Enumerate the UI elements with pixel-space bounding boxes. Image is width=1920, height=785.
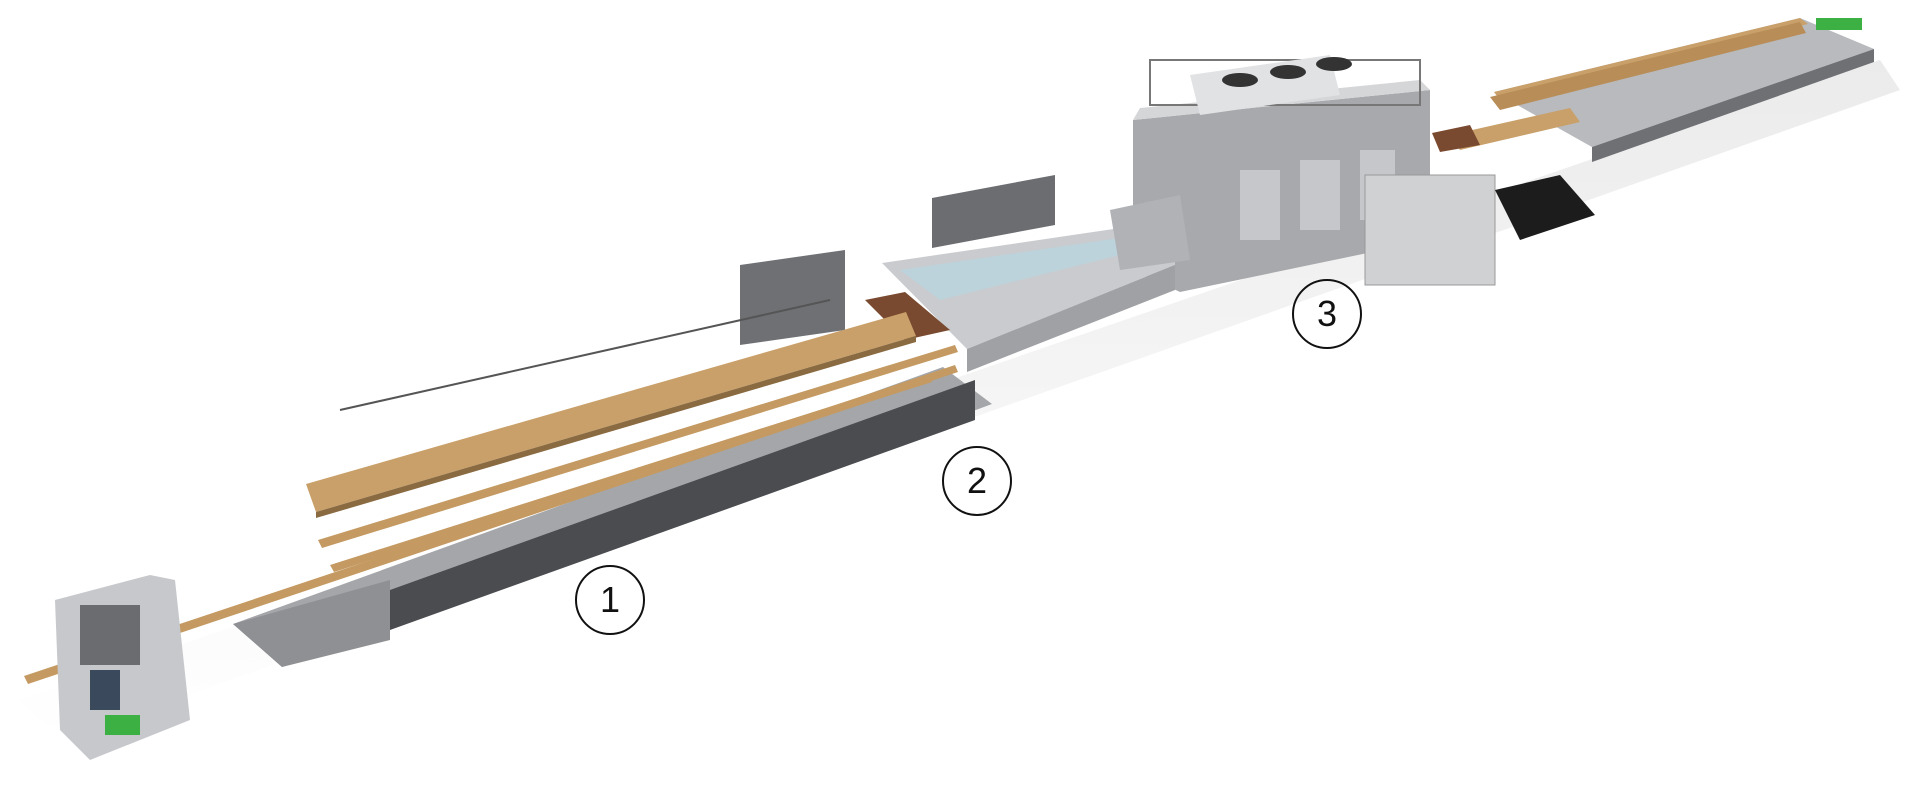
callout-2: 2 xyxy=(942,446,1012,516)
callout-1: 1 xyxy=(575,565,645,635)
callout-3-label: 3 xyxy=(1316,293,1338,334)
section-2-press xyxy=(740,175,1190,372)
green-guard xyxy=(1816,18,1862,30)
infeed-machine xyxy=(55,575,190,760)
callout-1-label: 1 xyxy=(599,579,621,620)
outfeed-conveyor xyxy=(1450,18,1874,162)
section-3-machine xyxy=(1133,55,1595,292)
callout-2-label: 2 xyxy=(966,460,988,501)
section-1-bed xyxy=(24,299,992,684)
callout-3: 3 xyxy=(1292,279,1362,349)
